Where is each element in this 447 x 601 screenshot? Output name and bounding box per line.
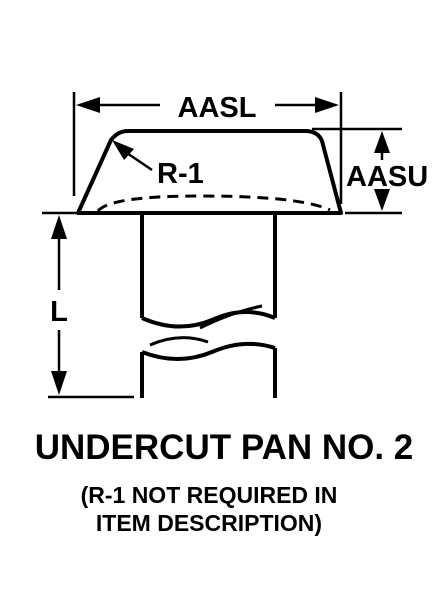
aasl-dimension [72,92,343,204]
r1-label: R-1 [157,158,204,190]
head-hidden-line [96,194,331,213]
aasl-label: AASL [178,92,257,124]
note-line-1: (R-1 NOT REQUIRED IN [81,482,338,508]
screw-head [76,129,343,215]
r1-leader [112,140,153,172]
aasu-label: AASU [346,161,428,193]
note-line-2: ITEM DESCRIPTION) [96,510,322,536]
l-dimension [42,211,134,399]
lower-break-line [141,341,276,361]
l-label: L [50,296,68,328]
diagram-title: UNDERCUT PAN NO. 2 [35,428,414,467]
aasu-dimension [312,127,402,215]
screw-shank [140,215,277,398]
upper-break-line [141,309,276,329]
